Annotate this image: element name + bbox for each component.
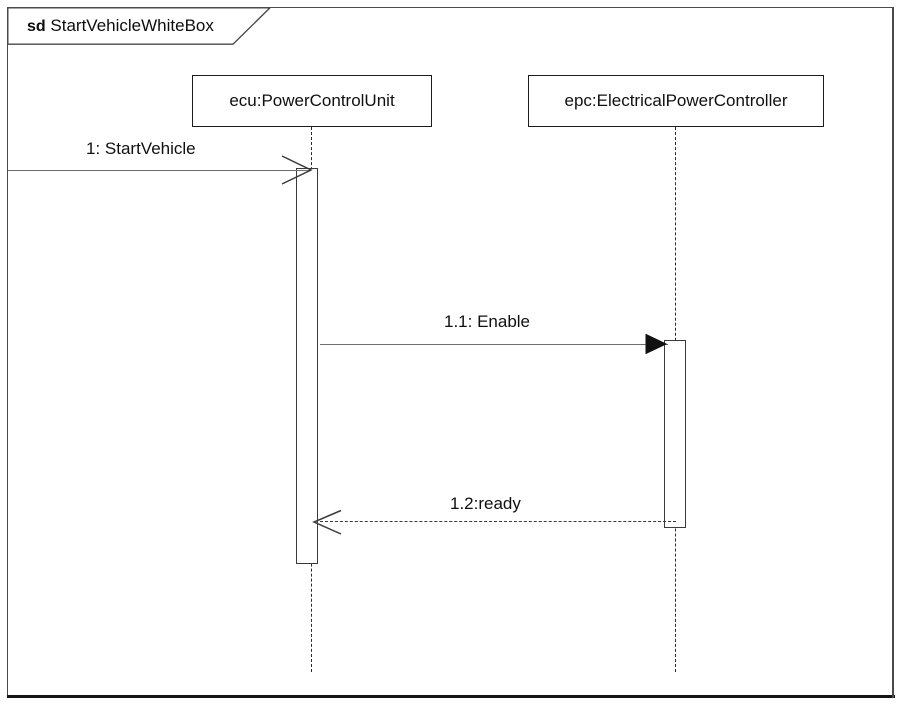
message-label-start-vehicle: 1: StartVehicle bbox=[86, 139, 196, 158]
lifeline-label-ecu: ecu:PowerControlUnit bbox=[229, 91, 395, 110]
lifeline-head-ecu[interactable]: ecu:PowerControlUnit bbox=[192, 75, 432, 127]
lifeline-label-epc: epc:ElectricalPowerController bbox=[564, 91, 788, 110]
message-line-enable[interactable] bbox=[320, 344, 668, 345]
message-label-enable: 1.1: Enable bbox=[444, 312, 531, 331]
activation-bar-epc[interactable] bbox=[664, 340, 686, 528]
frame-bottom-edge bbox=[7, 695, 895, 698]
activation-bar-ecu[interactable] bbox=[296, 168, 318, 564]
lifeline-head-epc[interactable]: epc:ElectricalPowerController bbox=[528, 75, 824, 127]
message-line-ready[interactable] bbox=[320, 521, 676, 522]
frame-right-edge bbox=[892, 7, 894, 698]
frame-name-tab: sd StartVehicleWhiteBox bbox=[7, 7, 271, 45]
frame-name-label: sd StartVehicleWhiteBox bbox=[27, 15, 214, 38]
frame-keyword: sd bbox=[27, 18, 46, 35]
filled-arrowhead-icon-enable bbox=[645, 332, 670, 356]
message-label-ready: 1.2:ready bbox=[450, 494, 521, 513]
open-arrowhead-icon-ready bbox=[312, 509, 344, 537]
message-line-start-vehicle[interactable] bbox=[8, 170, 311, 171]
frame-tab-shape bbox=[7, 7, 271, 45]
open-arrowhead-icon-start-vehicle bbox=[280, 154, 316, 188]
frame-title: StartVehicleWhiteBox bbox=[50, 16, 214, 35]
